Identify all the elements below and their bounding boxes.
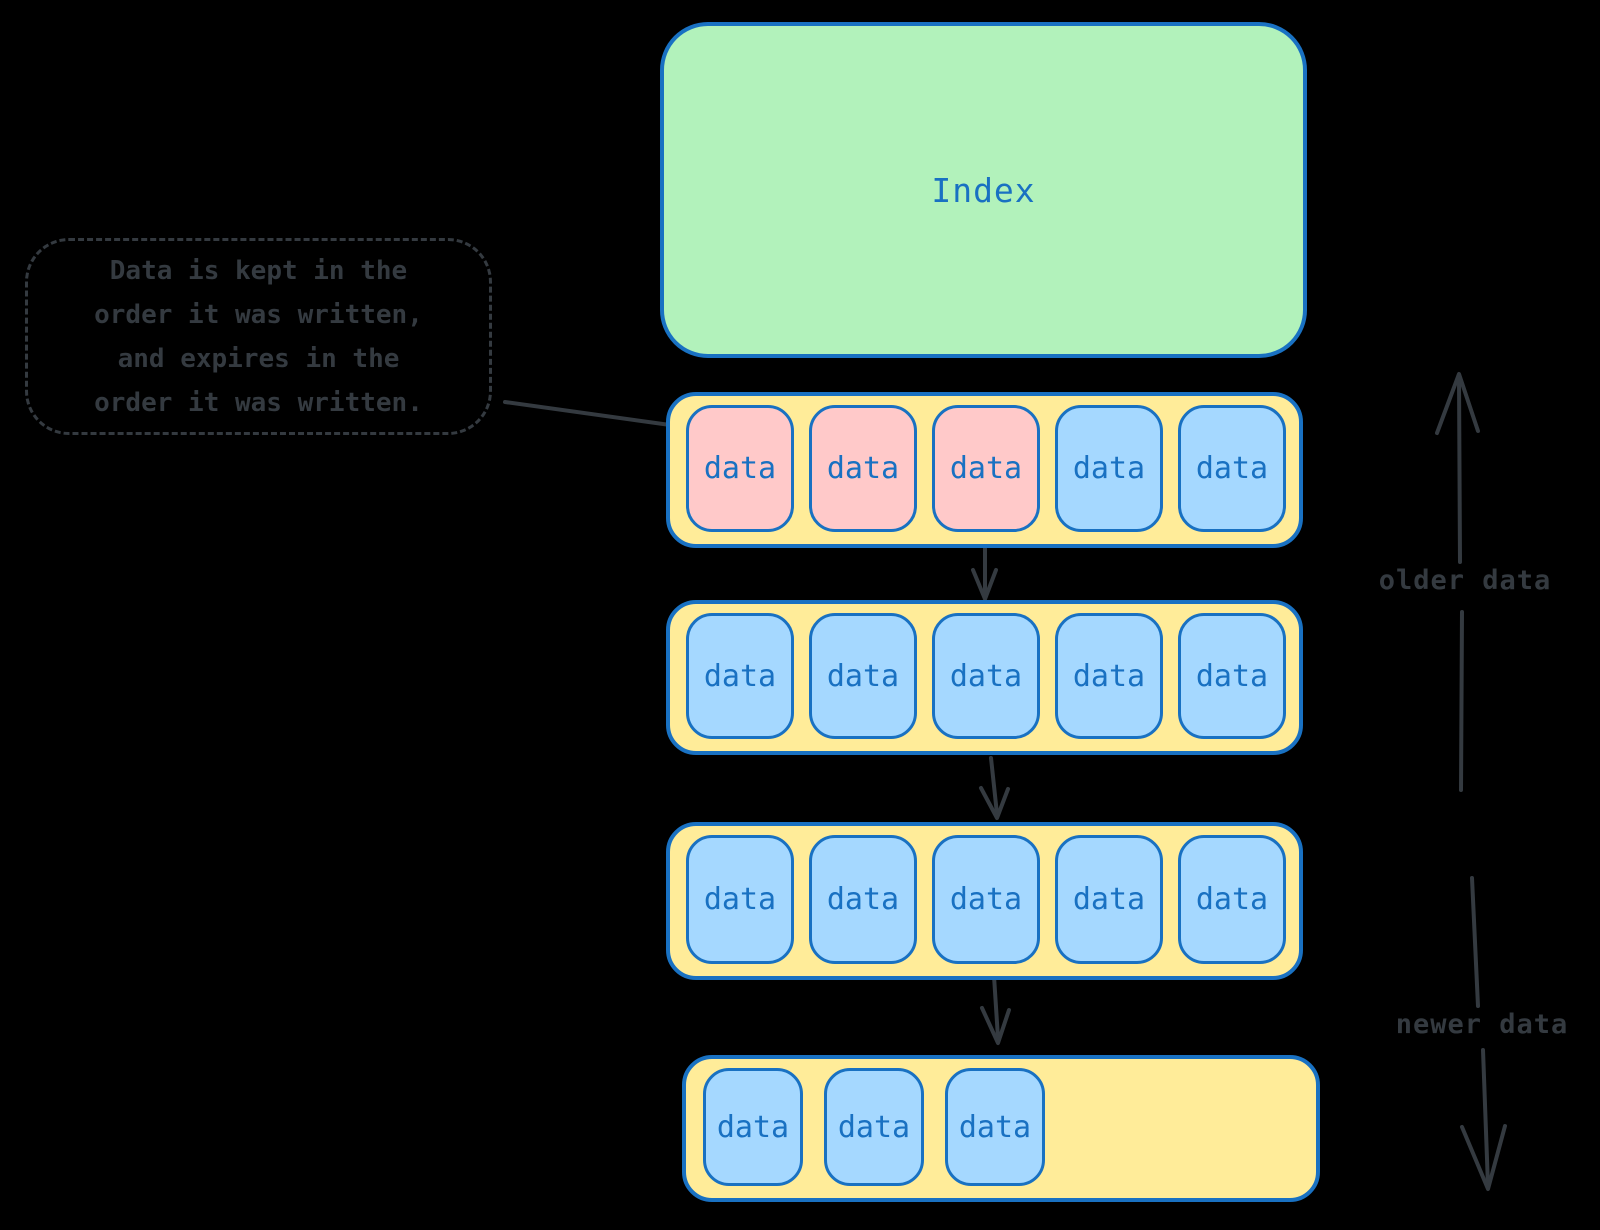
arrow-row2-row3-head-icon — [979, 786, 1010, 820]
older-data-arrowhead-icon — [1435, 372, 1480, 435]
segment-row-3: data data data data data — [666, 822, 1303, 980]
data-cell-label: data — [1195, 882, 1269, 917]
data-cell-label: data — [703, 882, 777, 917]
data-cell-label: data — [949, 451, 1023, 486]
data-cell-label: data — [1072, 451, 1146, 486]
arrow-row3-row4-head-icon — [980, 1006, 1011, 1045]
data-cell: data — [932, 613, 1040, 739]
data-cell: data — [1055, 405, 1163, 532]
older-data-label: older data — [1378, 565, 1552, 596]
segment-row-2: data data data data data — [666, 600, 1303, 755]
newer-data-arrowhead-icon — [1460, 1124, 1507, 1191]
data-cell: data — [1178, 835, 1286, 964]
callout-line: order it was written. — [94, 387, 423, 418]
data-cell-label: data — [826, 882, 900, 917]
data-cell-label: data — [958, 1109, 1032, 1145]
data-cell: data — [824, 1068, 924, 1186]
data-cell-label: data — [949, 658, 1023, 694]
index-box: Index — [660, 22, 1307, 358]
data-cell-label: data — [1072, 882, 1146, 917]
data-cell-label: data — [1195, 658, 1269, 694]
data-cell: data — [809, 835, 917, 964]
data-cell-label: data — [949, 882, 1023, 917]
arrow-row2-row3 — [989, 756, 999, 816]
data-cell: data — [1055, 835, 1163, 964]
callout-note: Data is kept in the order it was written… — [25, 238, 492, 435]
data-cell-label: data — [826, 451, 900, 486]
segment-row-1: data data data data data — [666, 392, 1303, 548]
callout-line: Data is kept in the — [109, 255, 408, 286]
data-cell: data — [1178, 405, 1286, 532]
data-cell: data — [932, 835, 1040, 964]
data-cell: data — [703, 1068, 803, 1186]
callout-line: order it was written, — [94, 299, 423, 330]
index-label: Index — [931, 170, 1036, 210]
data-cell-label: data — [703, 658, 777, 694]
data-cell: data — [945, 1068, 1045, 1186]
data-cell-label: data — [1195, 451, 1269, 486]
data-cell: data — [809, 405, 917, 532]
data-cell: data — [932, 405, 1040, 532]
data-cell: data — [809, 613, 917, 739]
data-cell: data — [686, 613, 794, 739]
data-cell: data — [686, 405, 794, 532]
data-cell-label: data — [826, 658, 900, 694]
arrow-row3-row4 — [992, 974, 1000, 1040]
data-cell: data — [686, 835, 794, 964]
data-cell: data — [1055, 613, 1163, 739]
data-cell-label: data — [716, 1109, 790, 1145]
data-cell-label: data — [1072, 658, 1146, 694]
data-cell: data — [1178, 613, 1286, 739]
data-cell-label: data — [703, 451, 777, 486]
newer-data-label: newer data — [1395, 1009, 1569, 1040]
segment-row-4: data data data — [682, 1055, 1320, 1202]
callout-line: and expires in the — [117, 343, 400, 374]
arrow-row1-row2-head-icon — [971, 568, 998, 601]
data-cell-label: data — [837, 1109, 911, 1145]
